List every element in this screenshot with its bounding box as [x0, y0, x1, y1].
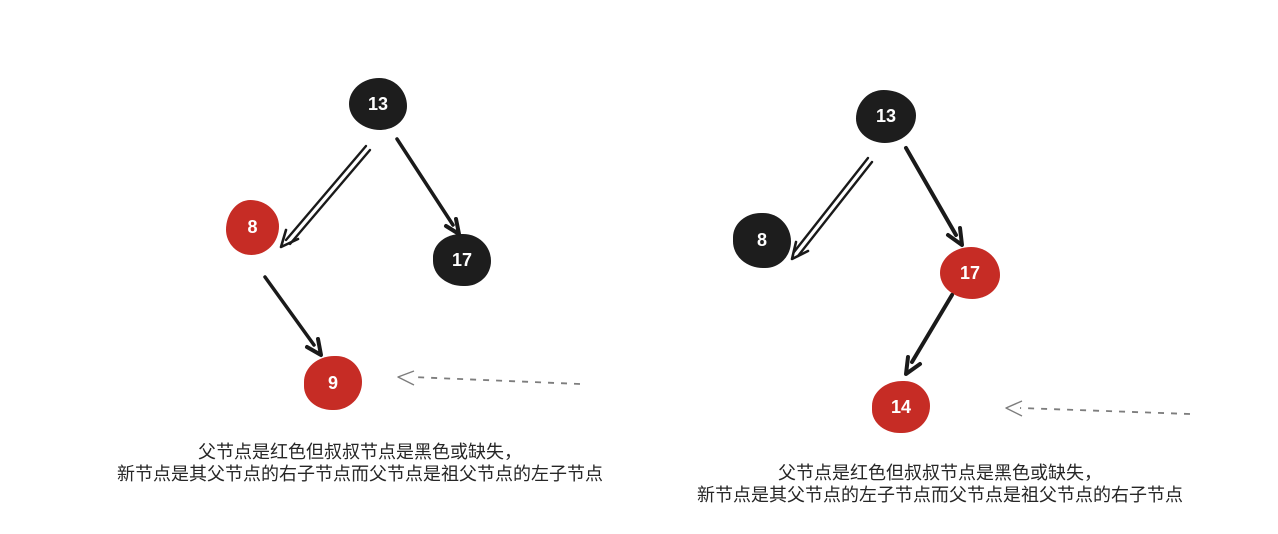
edge-13-8-line2	[288, 148, 372, 246]
edge-17-14-arrowhead	[904, 355, 922, 376]
edge-13-8-arrowhead	[279, 228, 300, 249]
node-label: 8	[247, 217, 258, 237]
edge-17-14-line	[910, 293, 954, 364]
tree-node-13: 13	[349, 78, 407, 130]
node-label: 14	[890, 396, 912, 417]
node-label: 9	[327, 372, 338, 393]
edge-13-17-arrowhead	[946, 226, 964, 247]
node-label: 13	[875, 106, 897, 126]
node-label: 13	[367, 93, 389, 114]
tree-node-9: 9	[304, 356, 362, 410]
tree-node-13: 13	[856, 90, 916, 143]
dashed-pointer-line	[1019, 407, 1191, 415]
dashed-pointer-line	[411, 376, 581, 385]
tree-node-8: 8	[733, 213, 791, 268]
edge-13-8-line1	[792, 156, 870, 254]
edge-13-17-line	[904, 146, 958, 237]
caption-line-1: 父节点是红色但叔叔节点是黑色或缺失，	[778, 463, 1102, 483]
left-tree-edges	[263, 137, 581, 386]
edge-13-8-line1	[284, 144, 368, 242]
tree-node-14: 14	[872, 381, 930, 433]
dashed-pointer-arrowhead	[1005, 400, 1023, 417]
tree-node-17: 17	[433, 234, 491, 286]
caption-line-2: 新节点是其父节点的右子节点而父节点是祖父节点的左子节点	[117, 464, 603, 484]
caption-line-1: 父节点是红色但叔叔节点是黑色或缺失，	[198, 442, 522, 462]
caption-line-2: 新节点是其父节点的左子节点而父节点是祖父节点的右子节点	[697, 485, 1183, 505]
node-label: 17	[451, 249, 473, 270]
edge-8-9-arrowhead	[305, 337, 323, 357]
node-label: 17	[959, 262, 981, 283]
edge-8-9-line	[263, 275, 316, 347]
edge-13-17-line	[395, 137, 455, 227]
tree-node-17: 17	[940, 247, 1000, 299]
edge-13-8-line2	[796, 160, 874, 258]
edge-13-17-arrowhead	[444, 217, 461, 236]
dashed-pointer-arrowhead	[397, 370, 415, 386]
node-label: 8	[756, 230, 767, 250]
right-tree-caption: 父节点是红色但叔叔节点是黑色或缺失， 新节点是其父节点的左子节点而父节点是祖父节…	[660, 462, 1220, 506]
edge-13-8-arrowhead	[790, 240, 810, 261]
left-tree-caption: 父节点是红色但叔叔节点是黑色或缺失， 新节点是其父节点的右子节点而父节点是祖父节…	[80, 441, 640, 485]
tree-node-8: 8	[226, 200, 279, 255]
